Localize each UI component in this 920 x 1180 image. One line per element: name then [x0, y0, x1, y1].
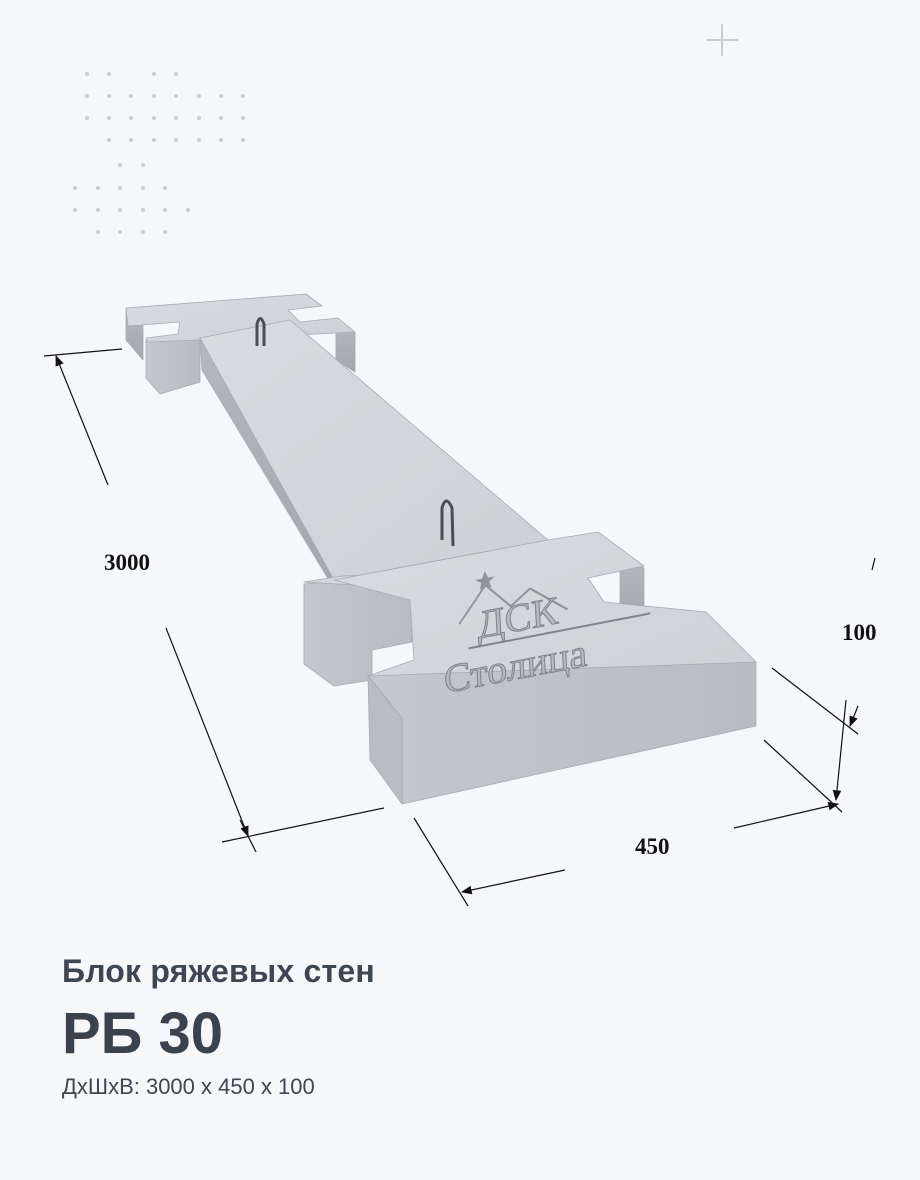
product-dimensions: ДхШхВ: 3000 х 450 х 100	[62, 1074, 315, 1099]
logo-star-icon	[475, 571, 496, 591]
length-extension-top	[43, 348, 123, 357]
lifting-loop-icon	[255, 317, 455, 547]
length-line-upper	[55, 354, 109, 486]
product-subtitle: Блок ряжевых стен	[62, 953, 375, 989]
width-line-right	[733, 801, 840, 829]
height-extension-top	[771, 667, 859, 735]
width-extension-left	[413, 817, 469, 907]
logo-roof-icon	[458, 583, 568, 625]
length-extension-bottom	[221, 807, 385, 843]
near-head-front-face	[367, 661, 757, 805]
product-title: РБ 30	[62, 1001, 224, 1066]
far-ear-front-face	[145, 335, 201, 395]
concrete-block	[125, 293, 757, 805]
width-line-left	[460, 869, 566, 895]
dimension-length-label: 3000	[104, 550, 150, 575]
width-extension-right	[763, 739, 843, 813]
dimension-height-label: 100	[842, 620, 877, 645]
height-line-upper	[871, 557, 876, 571]
near-head-front-left	[367, 675, 403, 805]
decorative-dot-pattern	[73, 72, 245, 234]
length-line-lower	[165, 627, 249, 838]
dimension-width-label: 450	[635, 834, 670, 859]
decorative-plus-icon	[706, 24, 738, 56]
dimension-lines	[43, 348, 876, 907]
height-line-lower	[832, 699, 847, 802]
